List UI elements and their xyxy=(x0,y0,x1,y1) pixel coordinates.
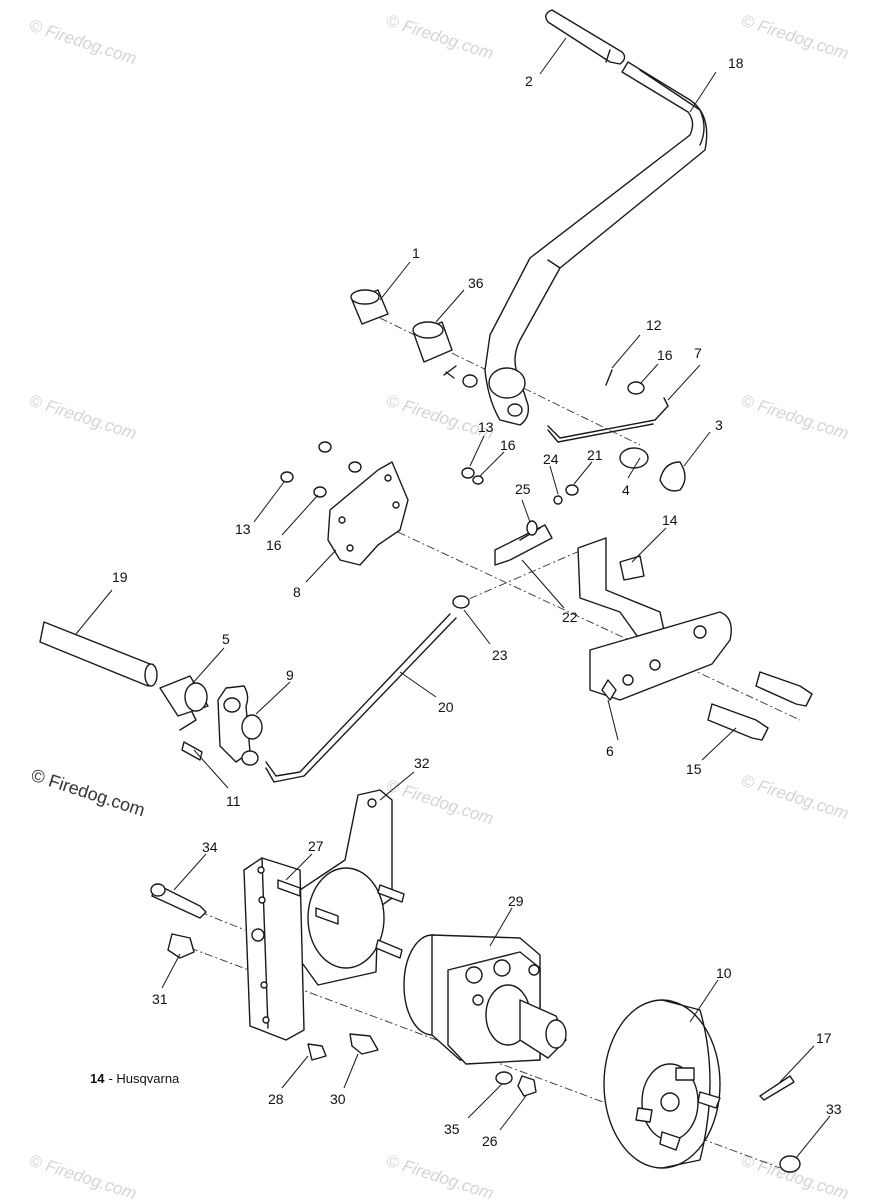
motor-bracket xyxy=(299,789,405,986)
callout-28: 28 xyxy=(268,1091,284,1107)
callout-6: 6 xyxy=(606,743,614,759)
brake-rod xyxy=(265,595,470,783)
note-number: 14- Husqvarna xyxy=(90,1071,180,1086)
watermark: © Firedog.com xyxy=(384,11,496,64)
callout-8: 8 xyxy=(293,584,301,600)
callout-19: 19 xyxy=(112,569,128,585)
cross-shaft xyxy=(39,621,158,687)
callout-15: 15 xyxy=(686,761,702,777)
callout-34: 34 xyxy=(202,839,218,855)
callout-21: 21 xyxy=(587,447,603,463)
watermark: © Firedog.com xyxy=(739,391,851,444)
callout-11: 11 xyxy=(226,793,241,809)
watermark: © Firedog.com xyxy=(27,16,139,69)
callout-27: 27 xyxy=(308,838,324,854)
watermark: © Firedog.com xyxy=(27,391,139,444)
brake-disc-hub xyxy=(603,999,721,1169)
bushings xyxy=(350,289,478,388)
leader-lines xyxy=(75,37,831,1159)
hydraulic-motor xyxy=(403,934,567,1065)
callout-18: 18 xyxy=(728,55,744,71)
brand-watermark: © Firedog.com xyxy=(29,765,148,821)
callout-24: 24 xyxy=(543,451,559,467)
callout-17: 17 xyxy=(816,1030,832,1046)
callout-13: 13 xyxy=(478,419,494,435)
adjuster-bracket xyxy=(461,467,579,566)
callout-20: 20 xyxy=(438,699,454,715)
callout-13: 13 xyxy=(235,521,251,537)
callout-22: 22 xyxy=(562,609,578,625)
mounting-plate xyxy=(280,441,409,566)
callout-31: 31 xyxy=(152,991,168,1007)
callout-2: 2 xyxy=(525,73,533,89)
callout-32: 32 xyxy=(414,755,430,771)
callout-14: 14 xyxy=(662,512,678,528)
frame-plate xyxy=(243,857,339,1041)
callout-1: 1 xyxy=(412,245,420,261)
callouts: 1 2 3 4 5 6 7 8 9 10 11 12 13 13 14 15 1… xyxy=(112,55,842,1149)
frame-fasteners xyxy=(150,883,379,1061)
disc-pin-washer xyxy=(759,1075,801,1173)
callout-30: 30 xyxy=(330,1091,346,1107)
callout-23: 23 xyxy=(492,647,508,663)
callout-25: 25 xyxy=(515,481,531,497)
caliper-bolts xyxy=(707,671,813,741)
watermark: © Firedog.com xyxy=(739,771,851,824)
callout-16: 16 xyxy=(266,537,282,553)
callout-3: 3 xyxy=(715,417,723,433)
callout-10: 10 xyxy=(716,965,732,981)
callout-16: 16 xyxy=(500,437,516,453)
callout-16: 16 xyxy=(657,347,673,363)
motor-nuts xyxy=(495,1071,537,1097)
watermark: © Firedog.com xyxy=(384,391,496,444)
callout-9: 9 xyxy=(286,667,294,683)
callout-35: 35 xyxy=(444,1121,460,1137)
pedal-linkage xyxy=(547,369,686,492)
callout-12: 12 xyxy=(646,317,662,333)
callout-5: 5 xyxy=(222,631,230,647)
callout-29: 29 xyxy=(508,893,524,909)
watermark: © Firedog.com xyxy=(739,11,851,64)
brake-caliper xyxy=(577,537,732,701)
callout-36: 36 xyxy=(468,275,484,291)
watermark: © Firedog.com xyxy=(384,1151,496,1200)
callout-7: 7 xyxy=(694,345,702,361)
pedal-pad xyxy=(545,9,626,65)
callout-26: 26 xyxy=(482,1133,498,1149)
watermark: © Firedog.com xyxy=(27,1151,139,1200)
model-note: 14- Husqvarna xyxy=(90,1071,180,1086)
callout-33: 33 xyxy=(826,1101,842,1117)
lever-and-bushing xyxy=(159,675,263,766)
brake-pedal-arm xyxy=(484,61,708,426)
callout-4: 4 xyxy=(622,482,630,498)
